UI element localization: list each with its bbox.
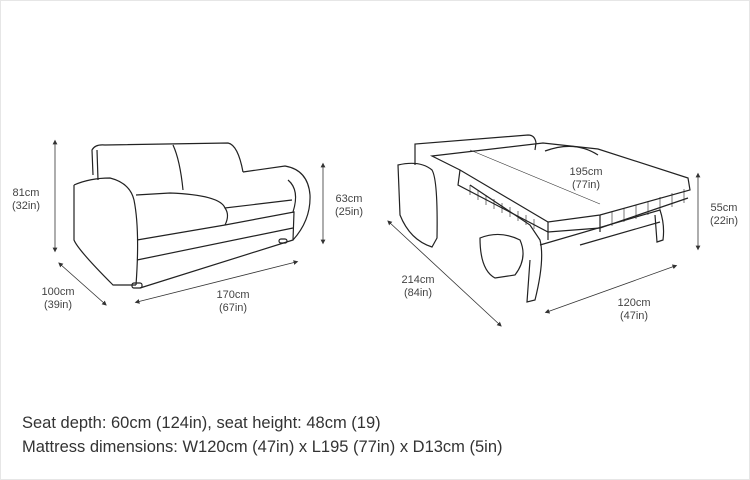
bed-height-cm: 55cm [710, 202, 738, 214]
bed-height-label: 55cm(22in) [701, 202, 747, 228]
sofa-height-in: (32in) [11, 200, 41, 212]
bed-width-label: 120cm(47in) [610, 297, 658, 323]
sofa-bed-drawing [397, 134, 691, 303]
sofa-height-label: 81cm(32in) [2, 187, 50, 213]
sofa-arm-height-in: (25in) [334, 206, 364, 218]
sofa-depth-label: 100cm(39in) [34, 286, 82, 312]
sofa-height-cm: 81cm [12, 187, 40, 199]
seat-caption: Seat depth: 60cm (124in), seat height: 4… [22, 414, 381, 432]
sofa-width-in: (67in) [218, 302, 248, 314]
mattress-caption: Mattress dimensions: W120cm (47in) x L19… [22, 438, 503, 456]
sofa-width-cm: 170cm [216, 289, 250, 301]
bed-total-length-in: (84in) [403, 287, 433, 299]
bed-length-label: 195cm(77in) [562, 166, 610, 192]
bed-total-length-cm: 214cm [401, 274, 435, 286]
sofa-depth-cm: 100cm [41, 286, 75, 298]
sofa-drawing [73, 142, 311, 289]
bed-width-in: (47in) [619, 310, 649, 322]
sofa-depth-in: (39in) [43, 299, 73, 311]
sofa-dimension-lines [52, 139, 326, 306]
sofa-width-label: 170cm(67in) [209, 289, 257, 315]
bed-height-in: (22in) [709, 215, 739, 227]
bed-width-cm: 120cm [617, 297, 651, 309]
bed-length-in: (77in) [571, 179, 601, 191]
bed-total-length-label: 214cm(84in) [394, 274, 442, 300]
bed-length-cm: 195cm [569, 166, 603, 178]
sofa-arm-height-label: 63cm(25in) [326, 193, 372, 219]
bed-dimension-lines [387, 149, 701, 327]
sofa-arm-height-cm: 63cm [335, 193, 363, 205]
